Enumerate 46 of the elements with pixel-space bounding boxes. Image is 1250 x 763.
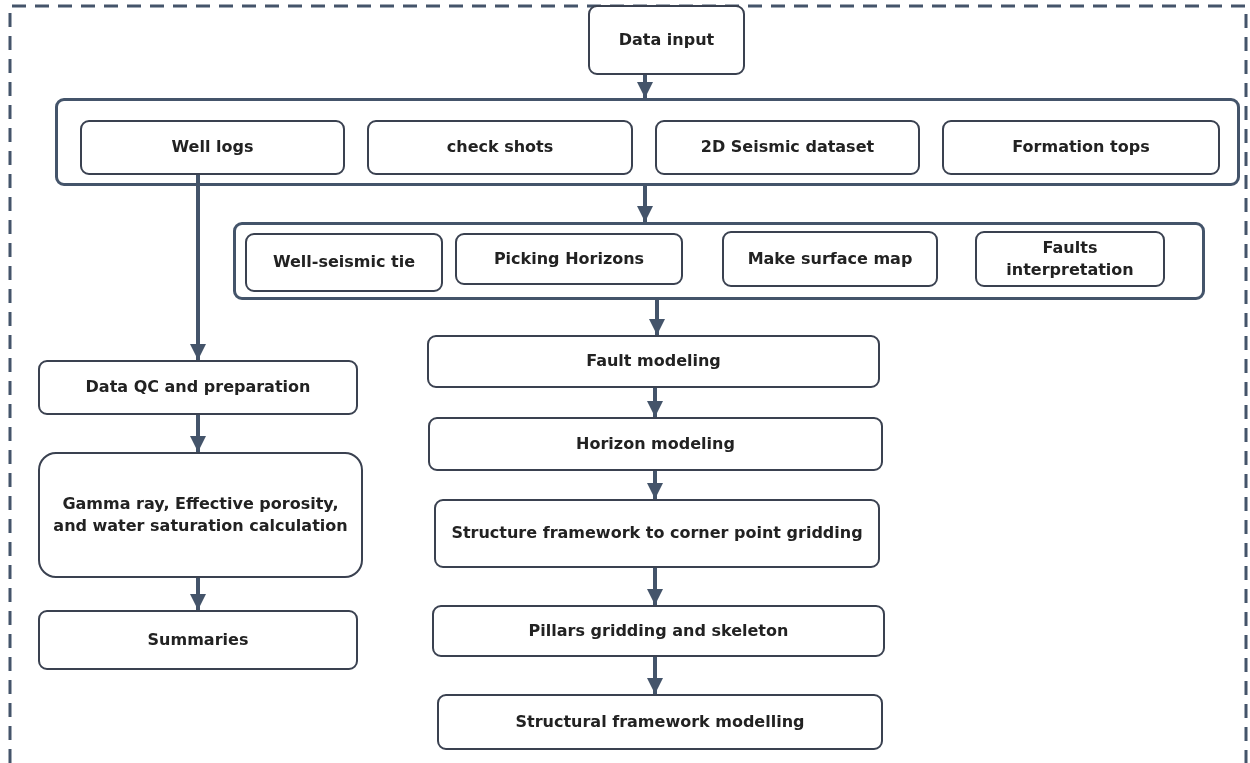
group-box	[233, 222, 1205, 300]
process-box	[434, 499, 880, 568]
arrow	[637, 186, 653, 222]
arrow	[190, 175, 206, 360]
node-label: Picking Horizons	[492, 247, 646, 270]
group-box	[55, 98, 1240, 186]
process-box	[942, 120, 1220, 175]
node-label: Structural framework modelling	[514, 710, 806, 733]
arrow	[647, 471, 663, 499]
process-box	[655, 120, 920, 175]
node-label: Pillars gridding and skeleton	[527, 619, 790, 642]
arrow	[647, 568, 663, 605]
node-label: Horizon modeling	[575, 432, 736, 455]
process-box	[437, 694, 883, 750]
arrow	[637, 75, 653, 98]
node-label: Structure framework to corner point gridding	[450, 522, 864, 545]
process-box	[427, 335, 880, 388]
process-box	[428, 417, 883, 471]
process-box	[80, 120, 345, 175]
process-box	[455, 233, 683, 285]
node-label: Make surface map	[746, 247, 914, 270]
arrow	[190, 415, 206, 452]
node-label: check shots	[445, 136, 555, 159]
node-label: Well-seismic tie	[271, 251, 417, 274]
arrow	[190, 578, 206, 610]
process-box	[432, 605, 885, 657]
process-box	[367, 120, 633, 175]
arrow	[649, 300, 665, 335]
node-label: Fault modeling	[585, 350, 722, 373]
arrow	[647, 657, 663, 694]
node-label: 2D Seismic dataset	[699, 136, 876, 159]
node-label: Well logs	[170, 136, 255, 159]
node-label: Faults interpretation	[1005, 236, 1135, 281]
process-box	[38, 360, 358, 415]
arrow	[647, 388, 663, 417]
process-box	[245, 233, 443, 292]
process-box	[38, 452, 363, 578]
process-box	[588, 5, 745, 75]
node-label: Gamma ray, Effective porosity, and water saturation calculation	[52, 492, 349, 537]
node-label: Data QC and preparation	[84, 376, 312, 399]
node-label: Data input	[617, 28, 716, 51]
process-box	[975, 231, 1165, 287]
process-box	[38, 610, 358, 670]
process-box	[722, 231, 938, 287]
node-label: Formation tops	[1011, 136, 1151, 159]
node-label: Summaries	[146, 628, 250, 651]
